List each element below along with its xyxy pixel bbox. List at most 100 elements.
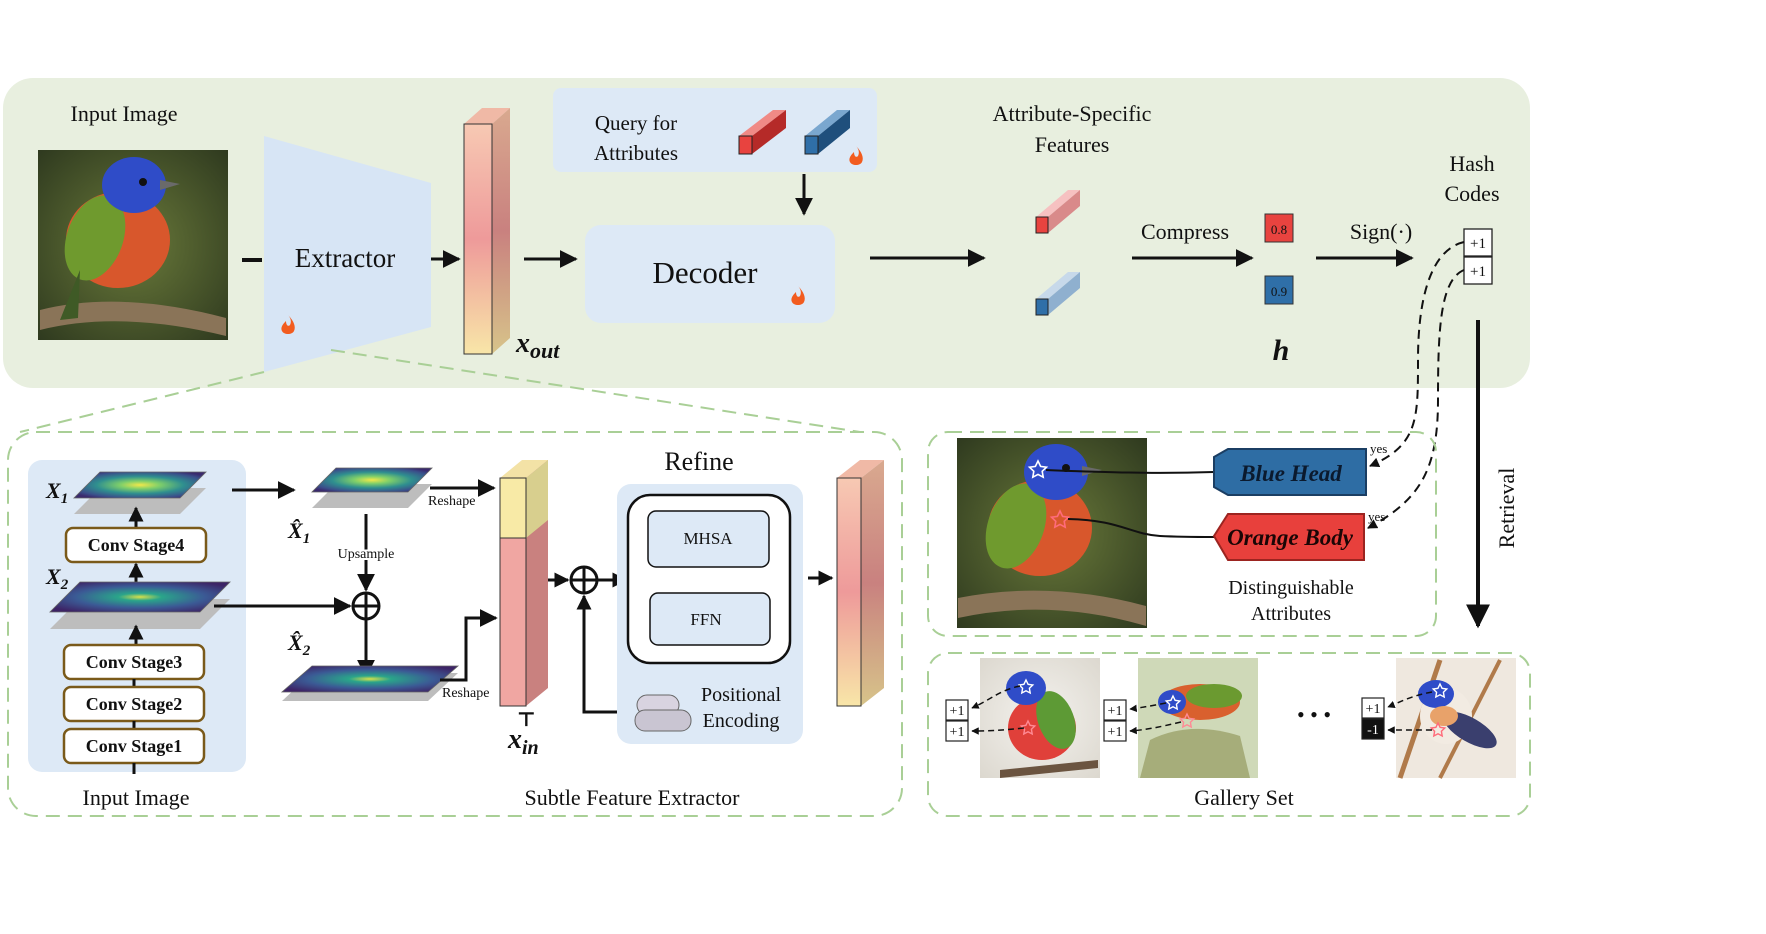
feature-red-cube bbox=[1035, 190, 1080, 234]
conv-stage2-label: Conv Stage2 bbox=[86, 694, 183, 714]
oplus-icon bbox=[351, 591, 381, 621]
xhat1-label: X̂1 bbox=[287, 518, 310, 547]
attributes-caption-line2: Attributes bbox=[1251, 603, 1331, 625]
gallery-image-3 bbox=[1396, 658, 1516, 779]
decoder-block bbox=[585, 225, 835, 323]
star-icon bbox=[1431, 682, 1449, 699]
reshape-label-1: Reshape bbox=[428, 494, 475, 509]
gallery-3-code-2: -1 bbox=[1367, 723, 1379, 738]
retrieval-label: Retrieval bbox=[1494, 468, 1519, 549]
xhat2-heatmap bbox=[280, 665, 460, 701]
query-box bbox=[553, 88, 877, 172]
arrow-xhat2-xin bbox=[440, 609, 498, 682]
h-label: h bbox=[1273, 334, 1290, 367]
h-red-value-box bbox=[1264, 213, 1294, 243]
attr-features-line2: Features bbox=[1035, 132, 1110, 157]
feature-blue-cube bbox=[1035, 272, 1080, 316]
positional-line2: Encoding bbox=[703, 710, 780, 732]
gallery-1-code-1: +1 bbox=[950, 704, 965, 719]
x1-heatmap bbox=[73, 471, 207, 514]
h-blue-value-box bbox=[1264, 275, 1294, 305]
fire-icon bbox=[849, 146, 863, 165]
ffn-block bbox=[649, 592, 771, 646]
gallery-image-2 bbox=[1138, 658, 1258, 778]
hash-codes-line1: Hash bbox=[1449, 151, 1494, 176]
sfe-output-bar bbox=[836, 460, 884, 707]
extractor-block bbox=[264, 136, 431, 372]
conv-stage4 bbox=[64, 526, 208, 564]
input-image-label: Input Image bbox=[71, 101, 178, 126]
gallery-1-code-box-2 bbox=[945, 720, 969, 742]
hash-codes-line2: Codes bbox=[1445, 181, 1500, 206]
yes-label-2: yes bbox=[1368, 509, 1385, 524]
xout-feature-bar bbox=[463, 108, 510, 355]
extractor-label: Extractor bbox=[295, 243, 395, 273]
positional-line1: Positional bbox=[701, 684, 781, 706]
link-star-orange-body bbox=[1067, 518, 1215, 538]
query-label-line1: Query for bbox=[595, 111, 677, 135]
upsample-label: Upsample bbox=[338, 547, 395, 562]
blue-head-label: Blue Head bbox=[1239, 461, 1342, 486]
hash-code-box-1 bbox=[1463, 228, 1493, 257]
positional-encoding-icon bbox=[634, 694, 692, 732]
conv-stage3-label: Conv Stage3 bbox=[86, 652, 183, 672]
link-star-blue-head bbox=[1045, 469, 1215, 474]
gallery-1-link-2 bbox=[971, 727, 1025, 735]
gallery-ellipsis: • • • bbox=[1297, 702, 1331, 727]
yes-label-1: yes bbox=[1370, 441, 1387, 456]
star-icon bbox=[1178, 712, 1196, 729]
mhsa-label: MHSA bbox=[683, 529, 733, 548]
xhat2-label: X̂2 bbox=[287, 630, 311, 659]
xin-label: xin⊤ bbox=[507, 709, 539, 759]
gallery-caption: Gallery Set bbox=[1194, 785, 1294, 810]
xout-label: xout bbox=[515, 328, 560, 363]
attributes-panel bbox=[927, 431, 1437, 637]
orange-body-label: Orange Body bbox=[1227, 525, 1354, 550]
gallery-2-code-box-2 bbox=[1103, 720, 1127, 742]
sfe-input-image-label: Input Image bbox=[83, 785, 190, 810]
blue-head-tag bbox=[1213, 448, 1367, 496]
gallery-2-code-box-1 bbox=[1103, 699, 1127, 721]
gallery-2-link-1 bbox=[1129, 702, 1167, 713]
xin-feature-bar bbox=[499, 460, 548, 707]
gallery-1-link-1 bbox=[971, 685, 1021, 709]
ffn-label: FFN bbox=[690, 610, 721, 629]
hash-code-1: +1 bbox=[1470, 236, 1486, 252]
gallery-3-link-1 bbox=[1387, 691, 1433, 708]
mhsa-block bbox=[647, 510, 770, 568]
refine-title: Refine bbox=[664, 447, 733, 476]
star-icon bbox=[1164, 694, 1182, 711]
query-red-cube bbox=[738, 110, 786, 155]
conv-stage1-label: Conv Stage1 bbox=[86, 736, 183, 756]
oplus-icon bbox=[569, 565, 599, 595]
compress-label: Compress bbox=[1141, 219, 1229, 244]
attr-features-line1: Attribute-Specific bbox=[993, 101, 1152, 126]
sfe-panel bbox=[7, 431, 903, 817]
x1-label: X1 bbox=[45, 478, 68, 507]
gallery-image-1 bbox=[980, 658, 1100, 778]
h-blue-value: 0.9 bbox=[1271, 284, 1287, 299]
gallery-1-code-2: +1 bbox=[950, 725, 965, 740]
h-red-value: 0.8 bbox=[1271, 222, 1287, 237]
gallery-2-code-1: +1 bbox=[1108, 704, 1123, 719]
dashed-link-blue bbox=[1369, 241, 1465, 467]
hash-code-2: +1 bbox=[1470, 264, 1486, 280]
fire-icon bbox=[281, 315, 295, 334]
gallery-2-code-2: +1 bbox=[1108, 725, 1123, 740]
gallery-3-code-1: +1 bbox=[1366, 702, 1381, 717]
reshape-label-2: Reshape bbox=[442, 686, 489, 701]
query-blue-cube bbox=[804, 110, 850, 155]
attribute-bird-image bbox=[957, 438, 1147, 628]
star-icon bbox=[1429, 721, 1447, 738]
zoom-guide-right bbox=[330, 349, 861, 433]
sign-label: Sign(·) bbox=[1350, 219, 1412, 244]
star-icon bbox=[1027, 459, 1049, 479]
sfe-caption: Subtle Feature Extractor bbox=[524, 785, 740, 810]
gallery-3-code-box-1 bbox=[1361, 697, 1385, 719]
decoder-label: Decoder bbox=[653, 255, 759, 290]
fire-icon bbox=[791, 286, 805, 305]
xhat1-heatmap bbox=[311, 467, 433, 508]
attributes-caption-line1: Distinguishable bbox=[1228, 577, 1354, 599]
query-label-line2: Attributes bbox=[594, 141, 678, 165]
